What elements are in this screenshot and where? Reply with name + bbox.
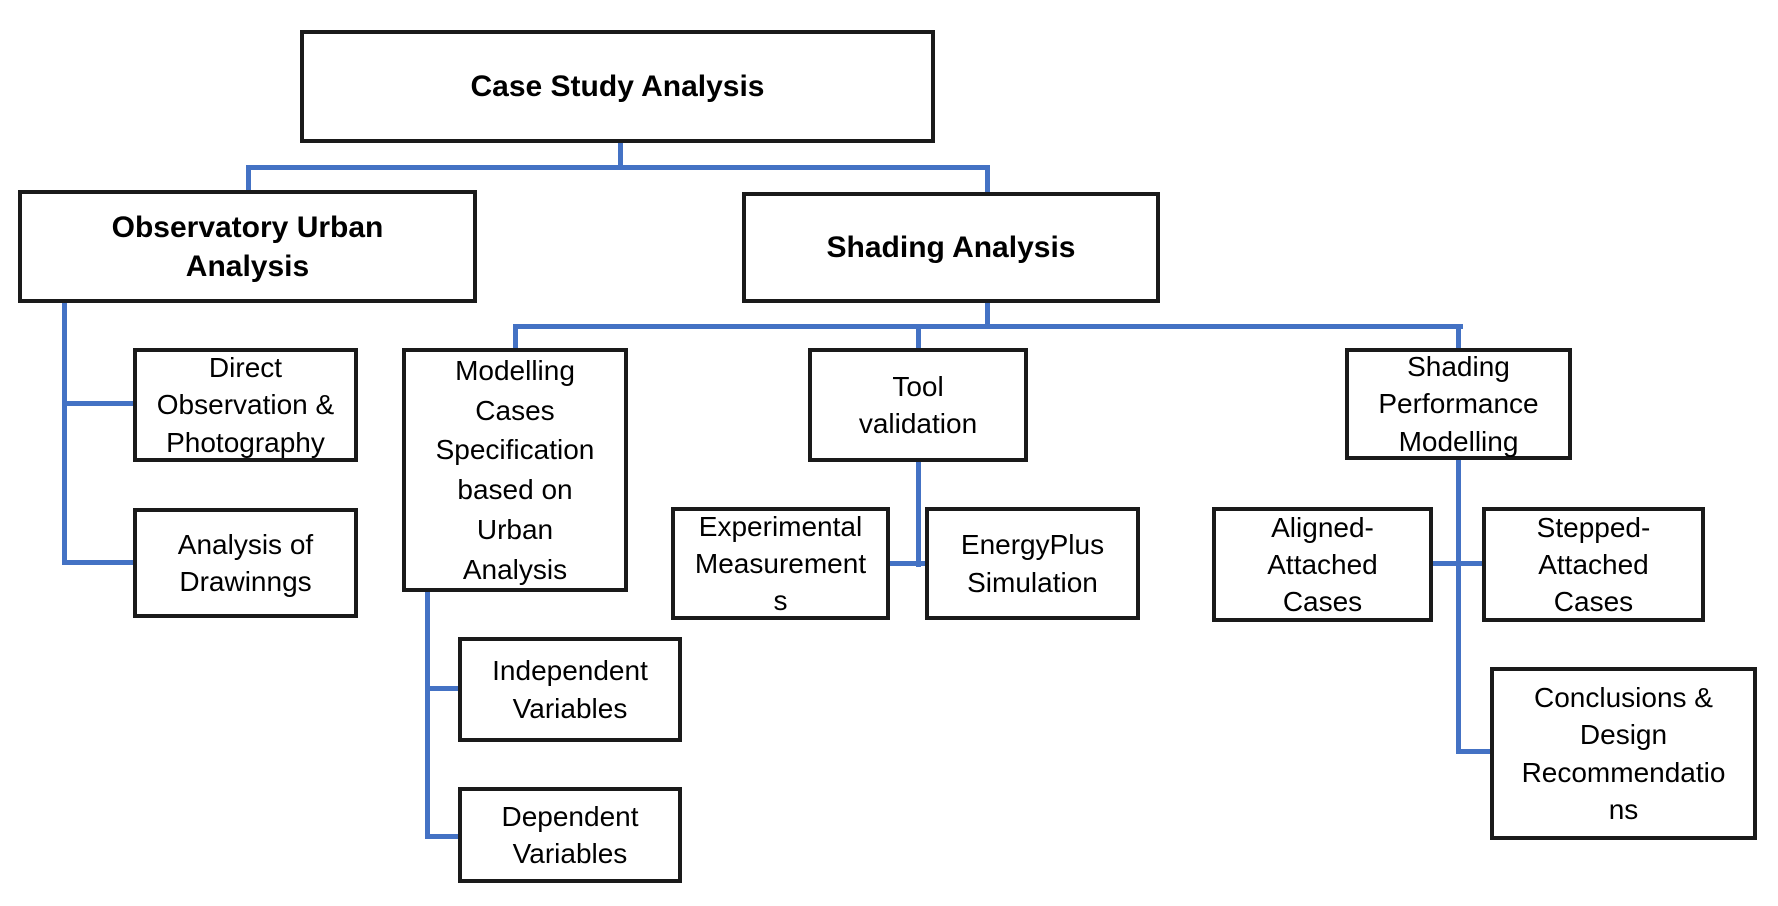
node-tool-validation-label: Tool validation <box>858 370 978 439</box>
connector-drop-observatory <box>246 165 251 192</box>
node-tool-validation: Tool validation <box>808 348 1028 462</box>
node-analysis-of-drawings: Analysis of Drawinngs <box>133 508 358 618</box>
node-conclusions-design-recommendations: Conclusions & Design Recommendatio ns <box>1490 667 1757 840</box>
connector-branch-dependent <box>425 834 460 839</box>
connector-branch-independent <box>425 686 460 691</box>
connector-level2-horizontal <box>513 324 1463 329</box>
connector-modelling-trunk <box>425 590 430 839</box>
node-direct-observation-photography-label: Direct Observation & Photography <box>156 352 335 458</box>
node-aligned-attached-cases: Aligned- Attached Cases <box>1212 507 1433 622</box>
connector-drop-tool-validation <box>916 324 921 350</box>
node-case-study-analysis: Case Study Analysis <box>300 30 935 143</box>
connector-observatory-trunk <box>62 301 67 565</box>
node-observatory-urban-analysis-label: Observatory Urban Analysis <box>111 210 384 283</box>
connector-drop-shading-analysis <box>985 165 990 194</box>
connector-branch-analysis-drawings <box>62 560 135 565</box>
connector-shading-analysis-riser <box>985 301 990 329</box>
connector-aligned-stepped <box>1431 561 1482 566</box>
connector-experimental-energyplus <box>888 561 928 566</box>
node-analysis-of-drawings-label: Analysis of Drawinngs <box>177 528 314 597</box>
connector-branch-direct-observation <box>62 401 135 406</box>
node-energyplus-simulation-label: EnergyPlus Simulation <box>960 529 1105 598</box>
node-shading-analysis: Shading Analysis <box>742 192 1160 303</box>
connector-drop-modelling <box>513 324 518 350</box>
node-energyplus-simulation: EnergyPlus Simulation <box>925 507 1140 620</box>
node-observatory-urban-analysis: Observatory Urban Analysis <box>18 190 477 303</box>
node-case-study-analysis-label: Case Study Analysis <box>470 70 765 103</box>
node-shading-analysis-label: Shading Analysis <box>826 231 1076 264</box>
node-stepped-attached-cases-label: Stepped- Attached Cases <box>1536 511 1651 618</box>
node-modelling-cases-specification: Modelling Cases Specification based on U… <box>402 348 628 592</box>
connector-elbow-conclusions <box>1456 749 1492 754</box>
node-direct-observation-photography: Direct Observation & Photography <box>133 348 358 462</box>
node-dependent-variables: Dependent Variables <box>458 787 682 883</box>
node-dependent-variables-label: Dependent Variables <box>501 800 639 869</box>
node-modelling-cases-specification-label: Modelling Cases Specification based on U… <box>435 354 595 585</box>
node-independent-variables: Independent Variables <box>458 637 682 742</box>
connector-tool-validation-drop <box>916 460 921 567</box>
node-independent-variables-label: Independent Variables <box>492 655 648 724</box>
node-aligned-attached-cases-label: Aligned- Attached Cases <box>1267 511 1378 618</box>
node-experimental-measurements-label: Experimental Measurement s <box>694 510 867 617</box>
node-conclusions-design-recommendations-label: Conclusions & Design Recommendatio ns <box>1521 682 1726 825</box>
connector-case-study-stub <box>618 142 623 170</box>
connector-shading-performance-drop <box>1456 458 1461 754</box>
connector-drop-shading-performance <box>1456 324 1461 350</box>
node-shading-performance-modelling: Shading Performance Modelling <box>1345 348 1572 460</box>
node-stepped-attached-cases: Stepped- Attached Cases <box>1482 507 1705 622</box>
node-experimental-measurements: Experimental Measurement s <box>671 507 890 620</box>
node-shading-performance-modelling-label: Shading Performance Modelling <box>1378 351 1539 457</box>
connector-level1-horizontal <box>246 165 990 170</box>
